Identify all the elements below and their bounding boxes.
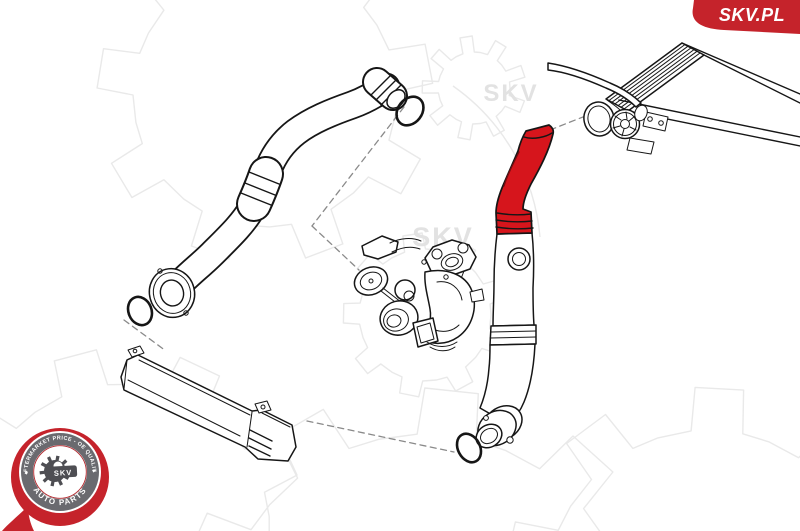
dashed-line-flange-to-intercooler (123, 319, 167, 352)
brand-badge: AFTERMARKET PRICE - OE QUALITY AUTO PART… (0, 0, 109, 531)
logo-background (692, 0, 800, 34)
dashed-line-intercooler-to-pipe (306, 420, 455, 453)
dashed-line-upper-hose-to-corner (311, 106, 405, 227)
o-ring-bottom (455, 432, 483, 464)
red-hose-body (495, 124, 555, 235)
badge-arc-top-text: AFTERMARKET PRICE - OE QUALITY (0, 0, 97, 473)
highlighted-red-hose (495, 124, 555, 235)
logo-text: SKV.PL (719, 5, 785, 25)
hose-flange (148, 267, 196, 319)
gear-watermark-behind-turbo (342, 232, 506, 398)
gear-watermark-lower-left (0, 349, 298, 531)
dashed-line-corner-to-turbo (311, 225, 360, 271)
o-ring-top (395, 95, 425, 127)
gear-watermark-top-left (96, 0, 434, 260)
upper-charge-hose (148, 67, 408, 319)
pipe-clamp-band (489, 324, 537, 346)
assembly-dashed-lines (123, 106, 594, 453)
badge-grey-ring (21, 433, 99, 511)
gear-watermark-bottom-center (198, 387, 614, 531)
engine-arm (547, 62, 642, 108)
gear-watermark-top-center (421, 35, 526, 141)
badge-separator-right: ◆ (92, 468, 97, 474)
intercooler (120, 345, 297, 462)
charge-pipe-lower (475, 232, 537, 449)
badge-red-tail (2, 506, 34, 531)
brand-logo: SKV.PL (692, 0, 800, 34)
dashed-line-red-hose-to-throttle (549, 112, 594, 131)
badge-center-box (48, 465, 78, 479)
badge-separator-left: ◆ (24, 470, 29, 476)
turbo-heat-shield (361, 235, 399, 260)
turbo-compressor-inlet (379, 300, 419, 336)
engine-assembly (547, 42, 800, 155)
o-ring-left (126, 295, 154, 327)
circle-watermark-arc (452, 85, 541, 238)
pipe-sensor-port (507, 247, 531, 271)
badge-center-text: SKV (54, 468, 73, 478)
skv-watermark-text-small: SKV (483, 80, 538, 107)
turbocharger (353, 235, 485, 352)
turbo-wastegate-box (412, 317, 439, 348)
